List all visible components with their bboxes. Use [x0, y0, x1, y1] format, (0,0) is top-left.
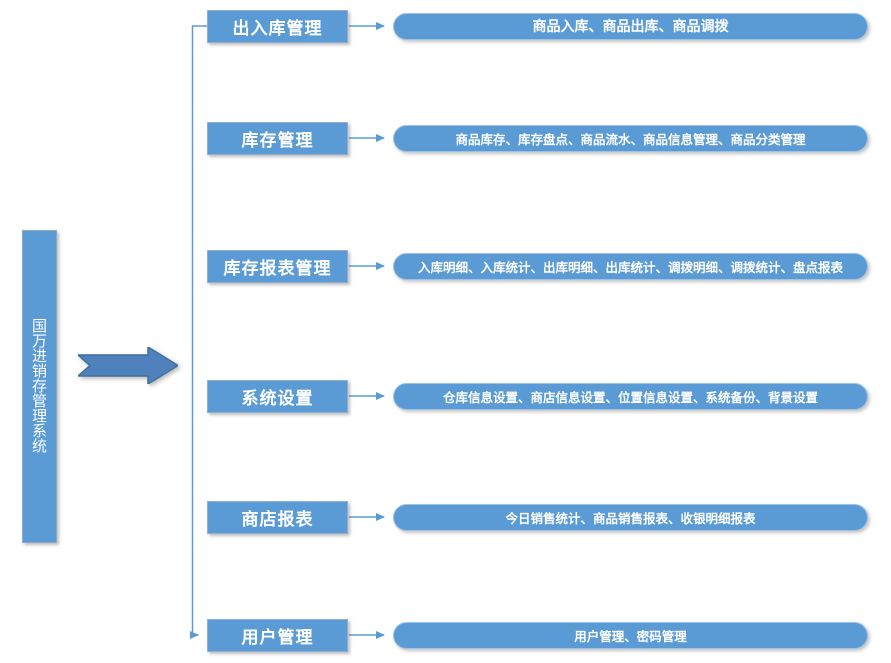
root-label-char: 销 [31, 363, 47, 380]
detail-pill: 今日销售统计、商品销售报表、收银明细报表 [393, 503, 868, 531]
category-box: 库存报表管理 [207, 249, 348, 283]
category-box: 商店报表 [207, 500, 348, 534]
detail-pill: 商品库存、库存盘点、商品流水、商品信息管理、商品分类管理 [393, 124, 868, 152]
root-label-char: 理 [31, 408, 47, 425]
category-box: 库存管理 [207, 121, 348, 155]
root-label-char: 系 [31, 423, 47, 440]
root-label-char: 万 [31, 333, 47, 350]
root-label-char: 进 [31, 348, 47, 365]
detail-pill: 用户管理、密码管理 [393, 621, 868, 649]
category-box: 出入库管理 [207, 9, 348, 43]
row-arrow-group [349, 22, 385, 639]
detail-pill: 入库明细、入库统计、出库明细、出库统计、调拨明细、调拨统计、盘点报表 [393, 252, 868, 280]
root-label-char: 统 [31, 438, 47, 455]
root-label-char: 存 [31, 378, 47, 395]
bracket-connector [190, 25, 207, 639]
detail-pill: 商品入库、商品出库、商品调拨 [393, 12, 868, 40]
root-system-box: 国万进销存管理系统 [22, 230, 57, 543]
category-box: 系统设置 [207, 379, 348, 413]
root-label-char: 国 [31, 318, 47, 335]
category-box: 用户管理 [207, 618, 348, 652]
root-label-char: 管 [31, 393, 47, 410]
root-label: 国万进销存管理系统 [32, 319, 47, 454]
big-right-arrow-icon [78, 347, 178, 384]
detail-pill: 仓库信息设置、商店信息设置、位置信息设置、系统备份、背景设置 [393, 382, 868, 410]
